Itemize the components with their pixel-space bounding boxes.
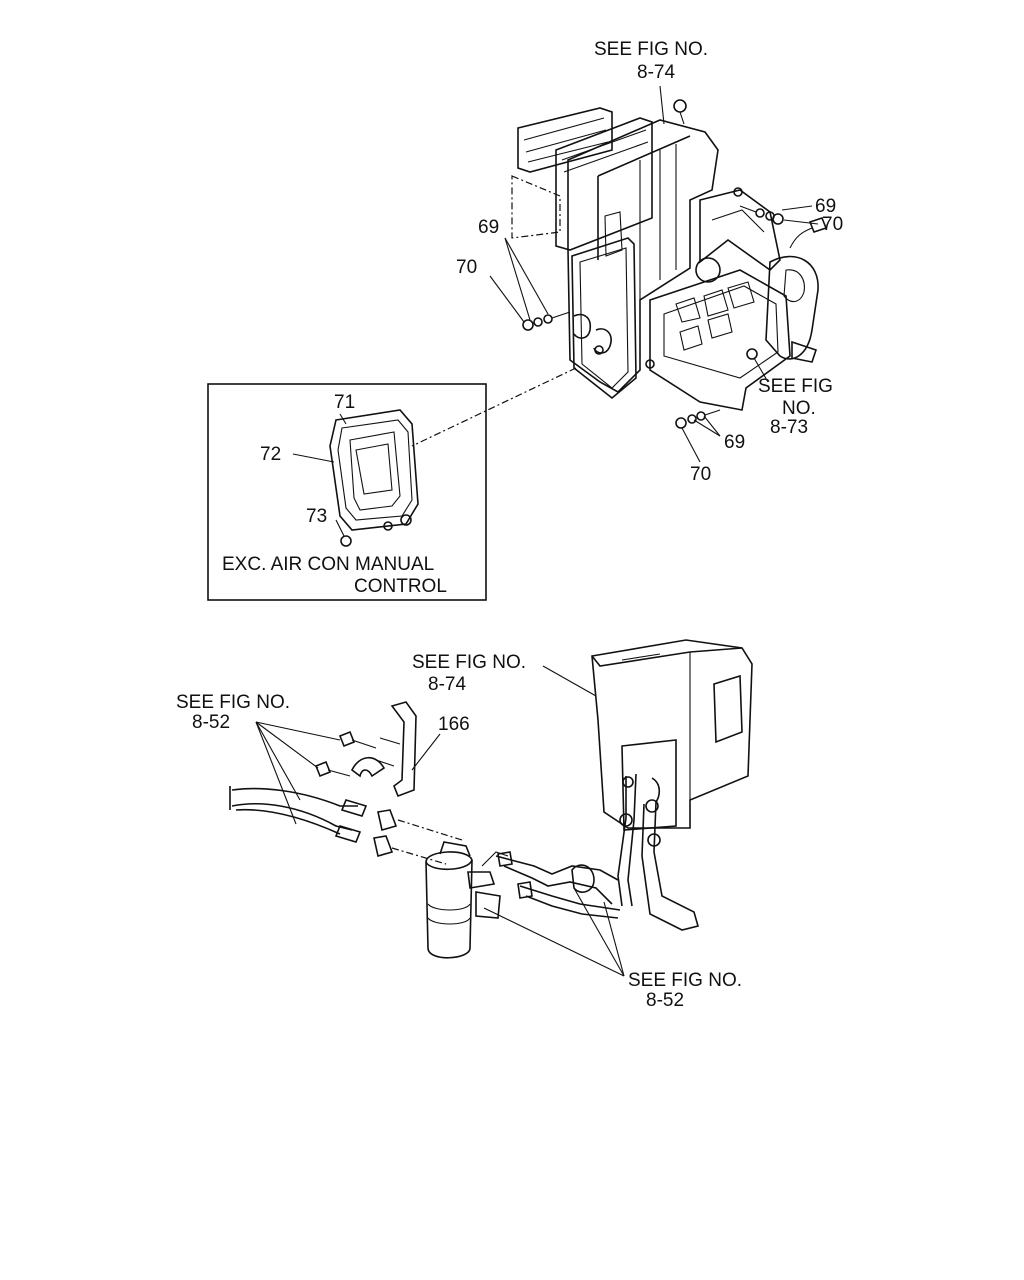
callout-70-bottom: 70 (690, 464, 711, 485)
callout-70-top-right: 70 (822, 214, 843, 235)
ref-left-line2: 8-52 (192, 712, 230, 733)
upper-unit-drawing (511, 99, 828, 429)
inset-caption-line1: EXC. AIR CON MANUAL (222, 554, 434, 575)
ref-right-line1: SEE FIG (758, 376, 833, 397)
callout-70-left: 70 (456, 257, 477, 278)
callout-69-left: 69 (478, 217, 499, 238)
ref-unit-line2: 8-74 (428, 674, 466, 695)
callout-72: 72 (260, 444, 281, 465)
ref-bottom-line1: SEE FIG NO. (628, 970, 742, 991)
callout-71: 71 (334, 392, 355, 413)
ref-right-line3: 8-73 (770, 417, 808, 438)
upper-leaders (411, 85, 819, 463)
lower-unit-drawing (229, 639, 753, 959)
ref-top-line2: 8-74 (637, 62, 675, 83)
callout-73: 73 (306, 506, 327, 527)
callout-69-bottom: 69 (724, 432, 745, 453)
lower-leaders (255, 665, 625, 977)
ref-top-line1: SEE FIG NO. (594, 39, 708, 60)
inset-box (207, 383, 487, 601)
callout-69-top-right: 69 (815, 196, 836, 217)
ref-left-line1: SEE FIG NO. (176, 692, 290, 713)
ref-bottom-line2: 8-52 (646, 990, 684, 1011)
callout-166: 166 (438, 714, 470, 735)
inset-caption-line2: CONTROL (354, 576, 447, 597)
ref-right-line2: NO. (782, 398, 816, 419)
ref-unit-line1: SEE FIG NO. (412, 652, 526, 673)
